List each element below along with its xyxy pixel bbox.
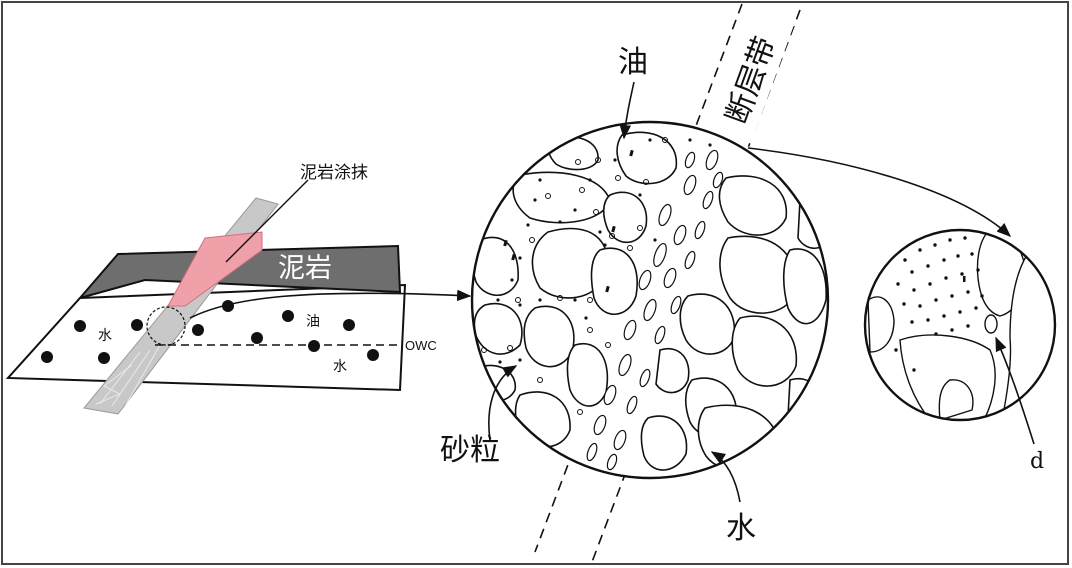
water-label-right: 水	[333, 359, 347, 375]
mudstone-smear	[167, 231, 263, 307]
mudstone-smear-label: 泥岩涂抹	[300, 163, 368, 183]
d-label: d	[1030, 449, 1044, 474]
oil-label-left: 油	[306, 314, 320, 330]
throat-zoom-circle	[863, 228, 1057, 422]
sand-grain-arrow	[488, 365, 518, 441]
sand-layer	[5, 283, 407, 392]
mudstone-label: 泥岩	[278, 253, 332, 284]
owc-label: OWC	[405, 338, 437, 353]
pore-zoom-circle	[470, 120, 830, 480]
mudstone-layer	[77, 244, 402, 300]
zoom-arrow-right	[747, 147, 1012, 237]
oil-label-top: 油	[618, 45, 648, 80]
d-arrow	[995, 336, 1035, 445]
pore-zoom-outline	[470, 120, 830, 480]
throat-zoom-outline	[863, 228, 1057, 422]
smear-leader	[225, 179, 309, 263]
fault-label-bg	[711, 9, 795, 144]
zoom-arrow-left	[189, 289, 472, 319]
block-model	[5, 179, 472, 415]
block-dots	[41, 300, 379, 364]
zoom-origin-circle	[146, 306, 186, 346]
oil-arrow	[619, 81, 635, 140]
water-label-bottom: 水	[726, 511, 756, 546]
water-arrow	[710, 451, 741, 503]
pore-throat	[984, 314, 998, 334]
sand-grain-label: 砂粒	[440, 433, 500, 468]
water-label-left: 水	[98, 328, 112, 344]
